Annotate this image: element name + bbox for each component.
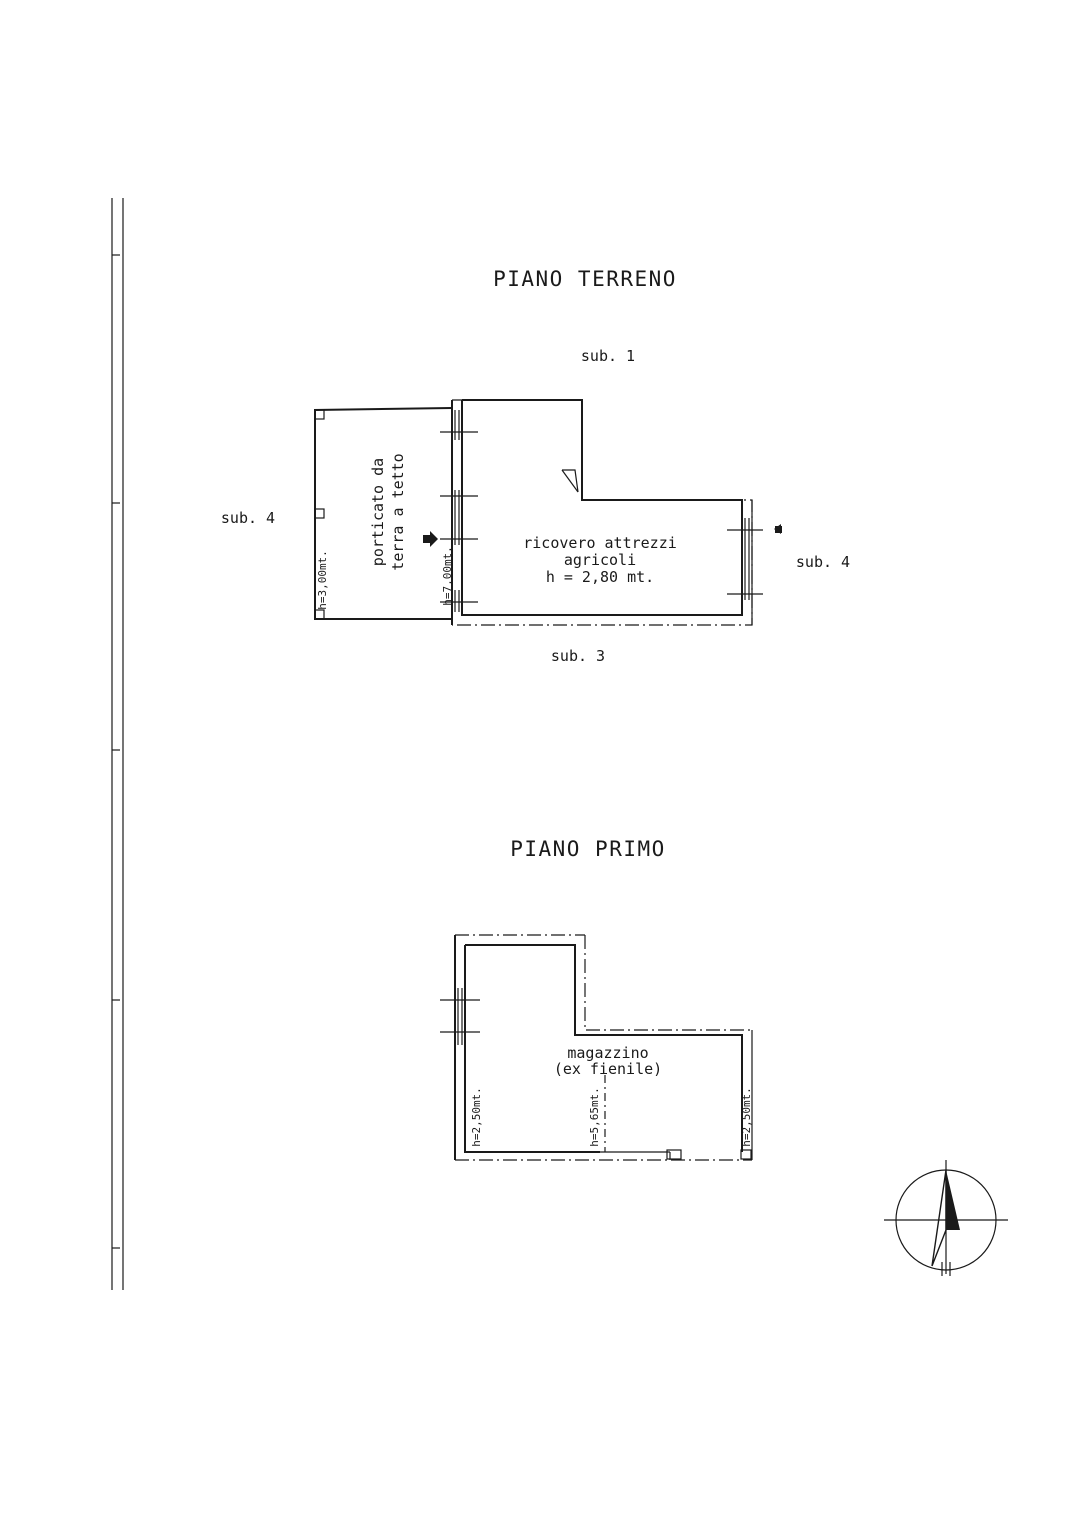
porch-label: porticato da terra a tetto — [369, 453, 407, 570]
ground-sub-north-label: sub. 1 — [581, 347, 635, 365]
first-floor-title: PIANO PRIMO — [510, 837, 666, 861]
ground-sub-south-label: sub. 3 — [551, 647, 605, 665]
ground-wall-height-label: h=7,00mt. — [441, 546, 454, 606]
first-height-right-label: h=2,50mt. — [740, 1087, 753, 1147]
porch-label-line2: terra a tetto — [389, 453, 407, 570]
first-room-name-line1: magazzino — [567, 1044, 648, 1062]
first-floor-walls — [454, 934, 753, 1161]
ground-floor-title: PIANO TERRENO — [493, 267, 677, 291]
ground-sub-east-label: sub. 4 — [796, 553, 850, 571]
ground-main-room-walls — [451, 399, 753, 626]
margin-lines — [111, 198, 124, 1290]
first-room-name-line2: (ex fienile) — [554, 1060, 662, 1078]
north-arrow-icon — [884, 1160, 1008, 1276]
ground-east-windows — [727, 518, 763, 600]
ground-sub-west-label: sub. 4 — [221, 509, 275, 527]
ground-west-windows — [440, 410, 478, 612]
first-floor-windows — [440, 988, 480, 1045]
east-entrance-arrow-tail — [775, 526, 782, 533]
first-height-left-label: h=2,50mt. — [470, 1087, 483, 1147]
first-height-middle-label: h=5,65mt. — [588, 1087, 601, 1147]
ground-room-name-line1: ricovero attrezzi — [523, 534, 677, 552]
porch-label-line1: porticato da — [369, 458, 387, 566]
ground-room-height: h = 2,80 mt. — [546, 568, 654, 586]
west-entrance-arrow-icon — [423, 531, 438, 547]
ground-room-name-line2: agricoli — [564, 551, 636, 569]
ground-porch — [314, 407, 453, 620]
porch-height-label: h=3,00mt. — [316, 550, 329, 610]
